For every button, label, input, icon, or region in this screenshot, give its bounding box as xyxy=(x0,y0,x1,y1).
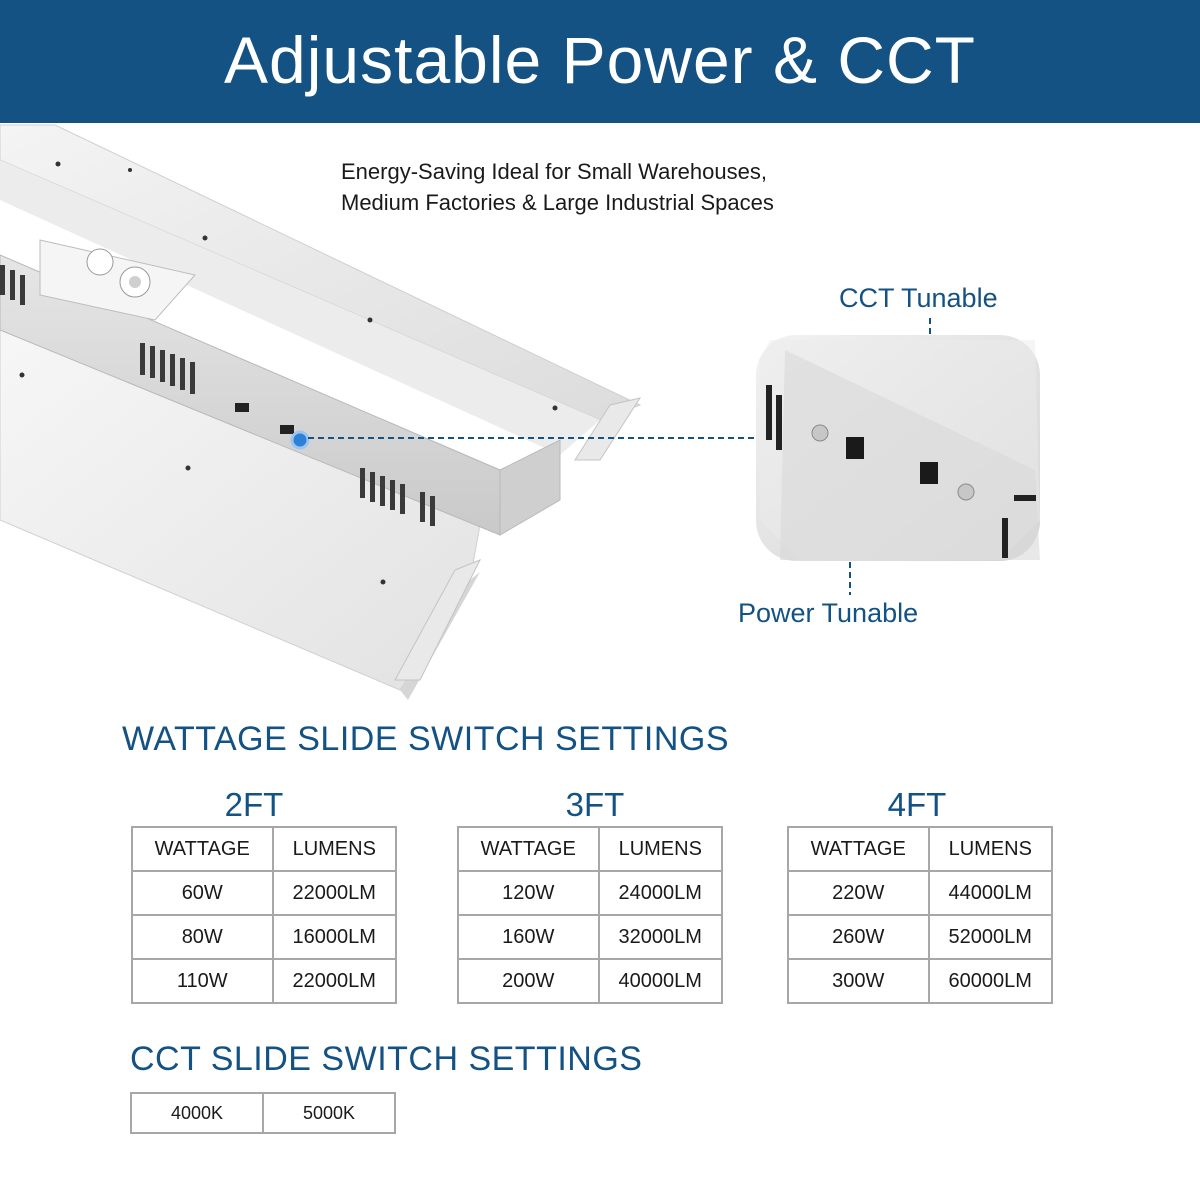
header-wattage: WATTAGE xyxy=(131,826,274,872)
lumens-cell: 60000LM xyxy=(927,958,1054,1004)
wattage-cell: 200W xyxy=(457,958,600,1004)
lumens-cell: 52000LM xyxy=(927,914,1054,960)
wattage-table-2ft: WATTAGE LUMENS 60W 22000LM 80W 16000LM 1… xyxy=(131,826,398,1004)
subtitle-line-1: Energy-Saving Ideal for Small Warehouses… xyxy=(341,159,767,184)
header-lumens: LUMENS xyxy=(927,826,1054,872)
size-label-3ft: 3FT xyxy=(565,786,625,823)
table-row: 60W 22000LM xyxy=(131,870,398,916)
size-label-2ft: 2FT xyxy=(224,786,284,823)
table-header-row: WATTAGE LUMENS xyxy=(131,826,398,872)
zoom-detail xyxy=(756,335,1040,561)
cct-tunable-label: CCT Tunable xyxy=(839,283,998,313)
table-header-row: WATTAGE LUMENS xyxy=(457,826,724,872)
wattage-cell: 260W xyxy=(787,914,930,960)
header-wattage: WATTAGE xyxy=(457,826,600,872)
power-tunable-label: Power Tunable xyxy=(738,598,919,628)
junction-plate xyxy=(39,239,196,321)
subtitle-line-2: Medium Factories & Large Industrial Spac… xyxy=(341,190,774,215)
table-row: 120W 24000LM xyxy=(457,870,724,916)
table-row: 160W 32000LM xyxy=(457,914,724,960)
wattage-cell: 110W xyxy=(131,958,274,1004)
wattage-table-3ft: WATTAGE LUMENS 120W 24000LM 160W 32000LM… xyxy=(457,826,724,1004)
lumens-cell: 16000LM xyxy=(271,914,398,960)
cct-table: 4000K 5000K xyxy=(130,1092,396,1134)
table-row: 80W 16000LM xyxy=(131,914,398,960)
lumens-cell: 22000LM xyxy=(271,870,398,916)
cct-option-4000k: 4000K xyxy=(130,1092,264,1134)
table-header-row: WATTAGE LUMENS xyxy=(787,826,1054,872)
lumens-cell: 22000LM xyxy=(271,958,398,1004)
fixture-illustration xyxy=(0,124,1040,700)
header-lumens: LUMENS xyxy=(271,826,398,872)
cct-option-5000k: 5000K xyxy=(262,1092,396,1134)
table-row: 220W 44000LM xyxy=(787,870,1054,916)
page-title: Adjustable Power & CCT xyxy=(224,23,976,97)
lumens-cell: 40000LM xyxy=(597,958,724,1004)
wattage-cell: 80W xyxy=(131,914,274,960)
lumens-cell: 32000LM xyxy=(597,914,724,960)
header-lumens: LUMENS xyxy=(597,826,724,872)
table-row: 4000K 5000K xyxy=(130,1092,396,1134)
header-wattage: WATTAGE xyxy=(787,826,930,872)
lumens-cell: 24000LM xyxy=(597,870,724,916)
cct-section-title: CCT SLIDE SWITCH SETTINGS xyxy=(130,1040,643,1078)
table-row: 260W 52000LM xyxy=(787,914,1054,960)
size-label-4ft: 4FT xyxy=(887,786,947,823)
table-row: 300W 60000LM xyxy=(787,958,1054,1004)
wattage-cell: 220W xyxy=(787,870,930,916)
table-row: 200W 40000LM xyxy=(457,958,724,1004)
wattage-table-4ft: WATTAGE LUMENS 220W 44000LM 260W 52000LM… xyxy=(787,826,1054,1004)
wattage-cell: 300W xyxy=(787,958,930,1004)
wattage-section-title: WATTAGE SLIDE SWITCH SETTINGS xyxy=(122,720,730,758)
switch-marker xyxy=(290,430,310,450)
lumens-cell: 44000LM xyxy=(927,870,1054,916)
wattage-cell: 120W xyxy=(457,870,600,916)
wattage-cell: 160W xyxy=(457,914,600,960)
header-banner: Adjustable Power & CCT xyxy=(0,0,1200,123)
table-row: 110W 22000LM xyxy=(131,958,398,1004)
subtitle: Energy-Saving Ideal for Small Warehouses… xyxy=(341,156,774,218)
wattage-cell: 60W xyxy=(131,870,274,916)
